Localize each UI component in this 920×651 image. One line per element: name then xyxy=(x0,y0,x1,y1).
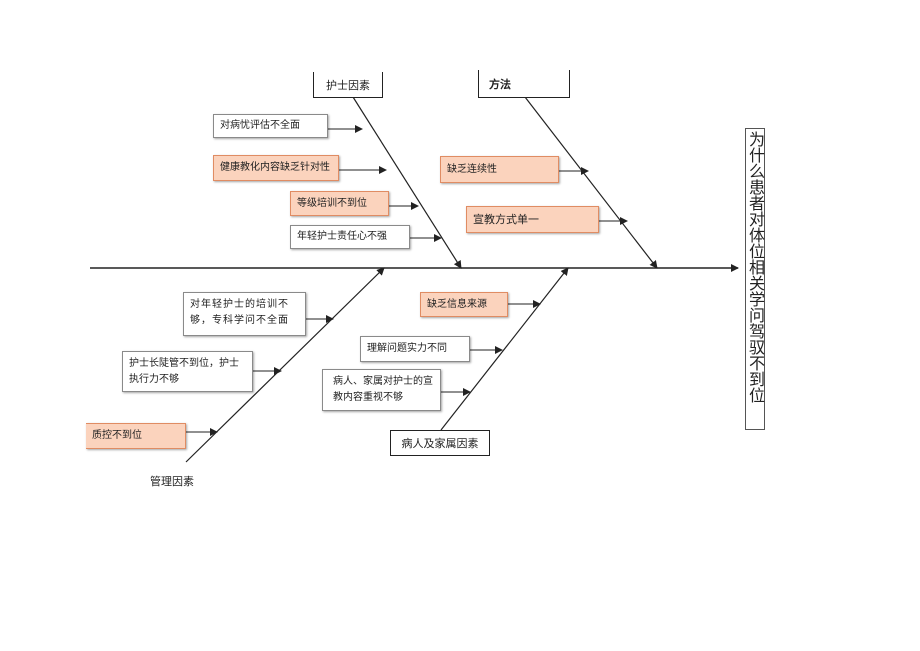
bone-nurse xyxy=(352,96,462,269)
cause-patient-1: 缺乏信息来源 xyxy=(420,292,508,317)
cause-method-1: 缺乏连续性 xyxy=(440,156,559,183)
cause-management-2: 护士长陡管不到位，护士执行力不够 xyxy=(122,351,253,392)
bone-method xyxy=(524,96,658,269)
cause-method-2: 宣教方式单一 xyxy=(466,206,599,233)
cause-management-3: 质控不到位 xyxy=(86,423,186,449)
bone-management xyxy=(185,267,385,463)
category-management: 管理因素 xyxy=(150,475,194,488)
cause-nurse-2: 健康教化内容缺乏针对性 xyxy=(213,155,339,181)
cause-nurse-4: 年轻护士责任心不强 xyxy=(290,225,410,249)
category-nurse: 护士因素 xyxy=(313,72,383,98)
category-patient-family: 病人及家属因素 xyxy=(390,430,490,456)
cause-patient-3: 病人、家属对护士的宣教内容重视不够 xyxy=(322,369,441,411)
effect-problem-statement: 为什么患者对体位相关学问驾驭不到位 xyxy=(745,128,765,430)
bone-patient xyxy=(440,267,569,431)
cause-patient-2: 理解问题实力不同 xyxy=(360,336,470,362)
cause-management-1: 对年轻护士的培训不够，专科学问不全面 xyxy=(183,292,306,336)
cause-nurse-3: 等级培训不到位 xyxy=(290,191,389,216)
cause-nurse-1: 对病忧评估不全面 xyxy=(213,114,328,138)
category-method: 方法 xyxy=(478,70,570,98)
